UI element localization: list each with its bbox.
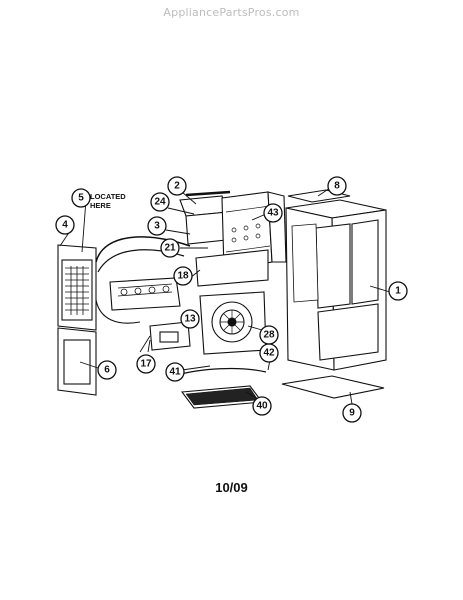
callout-18: 18 (173, 266, 193, 286)
callout-41: 41 (165, 362, 185, 382)
located-here-line-1: LOCATED (90, 192, 126, 201)
svg-text:41: 41 (169, 367, 181, 378)
svg-text:21: 21 (164, 243, 176, 254)
svg-text:2: 2 (174, 181, 180, 192)
svg-text:24: 24 (154, 197, 166, 208)
svg-text:1: 1 (395, 286, 401, 297)
callout-43: 43 (263, 203, 283, 223)
svg-text:9: 9 (349, 408, 355, 419)
callout-42: 42 (259, 343, 279, 363)
front-panel-upper (57, 244, 97, 331)
callout-21: 21 (160, 238, 180, 258)
svg-text:28: 28 (263, 330, 275, 341)
svg-text:43: 43 (267, 208, 279, 219)
callout-4: 4 (55, 215, 75, 235)
filter-rack (173, 367, 267, 409)
date-code: 10/09 (215, 480, 248, 495)
svg-text:40: 40 (256, 401, 268, 412)
cabinet (285, 199, 387, 371)
svg-text:4: 4 (62, 220, 68, 231)
front-panel-lower (57, 327, 97, 396)
callout-6: 6 (97, 360, 117, 380)
callout-1: 1 (388, 281, 408, 301)
svg-text:42: 42 (263, 348, 275, 359)
callout-2: 2 (167, 176, 187, 196)
callout-17: 17 (136, 354, 156, 374)
watermark: AppliancePartsPros.com (163, 6, 300, 19)
callout-8: 8 (327, 176, 347, 196)
callout-5: 5 (71, 188, 91, 208)
svg-text:8: 8 (334, 181, 340, 192)
svg-text:5: 5 (78, 193, 84, 204)
blower-assembly (199, 291, 267, 355)
callout-40: 40 (252, 396, 272, 416)
svg-text:6: 6 (104, 365, 110, 376)
callout-13: 13 (180, 309, 200, 329)
bottom-plate (281, 375, 385, 399)
callout-9: 9 (342, 403, 362, 423)
callout-3: 3 (147, 216, 167, 236)
callout-24: 24 (150, 192, 170, 212)
control-box (139, 321, 191, 353)
svg-text:17: 17 (140, 359, 152, 370)
svg-text:13: 13 (184, 314, 196, 325)
located-here-line-2: HERE (90, 201, 111, 210)
svg-text:18: 18 (177, 271, 189, 282)
svg-text:3: 3 (154, 221, 160, 232)
callout-28: 28 (259, 325, 279, 345)
